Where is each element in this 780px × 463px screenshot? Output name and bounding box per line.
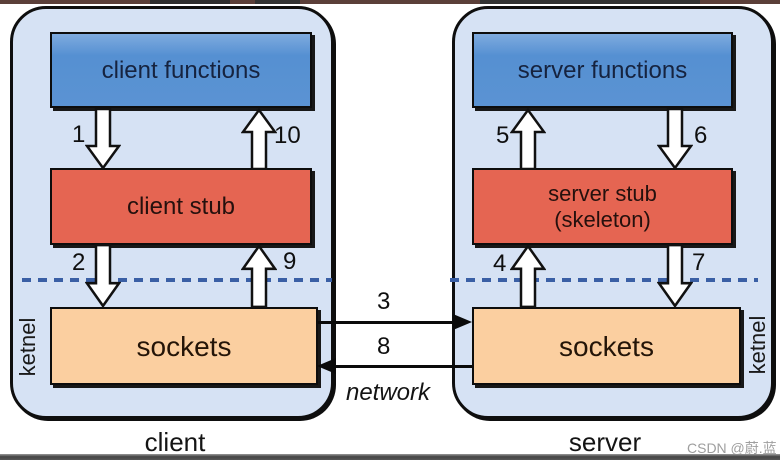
server-sockets-box: sockets: [472, 307, 741, 385]
network-request-line: [318, 321, 456, 324]
client-sockets-label: sockets: [136, 330, 232, 362]
arrow-down-step2-icon: [85, 244, 121, 308]
step-1-label: 1: [72, 121, 86, 148]
server-stub-label-line2: (skeleton): [554, 206, 651, 232]
arrow-up-step9-icon: [241, 244, 277, 308]
step-6-label: 6: [694, 122, 708, 149]
step-9-label: 9: [283, 248, 297, 275]
arrow-up-step5-icon: [510, 108, 546, 170]
step-4-label: 4: [493, 250, 507, 277]
step-8-label: 8: [377, 333, 391, 360]
client-functions-label: client functions: [101, 56, 261, 84]
server-kernel-boundary-dashed-line: [450, 278, 758, 282]
server-functions-label: server functions: [517, 56, 688, 84]
arrow-down-step6-icon: [657, 108, 693, 170]
server-caption: server: [568, 427, 642, 457]
client-kernel-boundary-dashed-line: [22, 278, 332, 282]
network-reply-line: [335, 365, 472, 368]
server-functions-box: server functions: [472, 32, 733, 108]
client-kernel-label: ketnel: [15, 317, 40, 377]
server-kernel-label: ketnel: [745, 315, 770, 375]
server-sockets-label: sockets: [559, 330, 654, 362]
cropped-top-ui-strip: [0, 0, 780, 4]
network-reply-arrowhead-icon: [317, 358, 336, 374]
arrow-down-step7-icon: [657, 244, 693, 308]
server-stub-label-line1: server stub: [548, 180, 657, 206]
client-functions-box: client functions: [50, 32, 312, 108]
cropped-bottom-ui-strip: [0, 454, 780, 460]
client-caption: client: [144, 427, 206, 457]
network-label: network: [345, 379, 431, 406]
network-request-arrowhead-icon: [453, 314, 472, 330]
server-stub-box: server stub (skeleton): [472, 168, 733, 245]
watermark: CSDN @蔚.蓝: [687, 440, 777, 456]
step-10-label: 10: [274, 122, 301, 149]
client-sockets-box: sockets: [50, 307, 318, 385]
step-3-label: 3: [377, 288, 391, 315]
step-7-label: 7: [692, 249, 706, 276]
arrow-up-step10-icon: [241, 108, 277, 170]
step-2-label: 2: [72, 249, 86, 276]
arrow-up-step4-icon: [510, 244, 546, 308]
client-stub-box: client stub: [50, 168, 312, 245]
arrow-down-step1-icon: [85, 108, 121, 170]
step-5-label: 5: [496, 122, 510, 149]
client-stub-label: client stub: [126, 193, 236, 220]
